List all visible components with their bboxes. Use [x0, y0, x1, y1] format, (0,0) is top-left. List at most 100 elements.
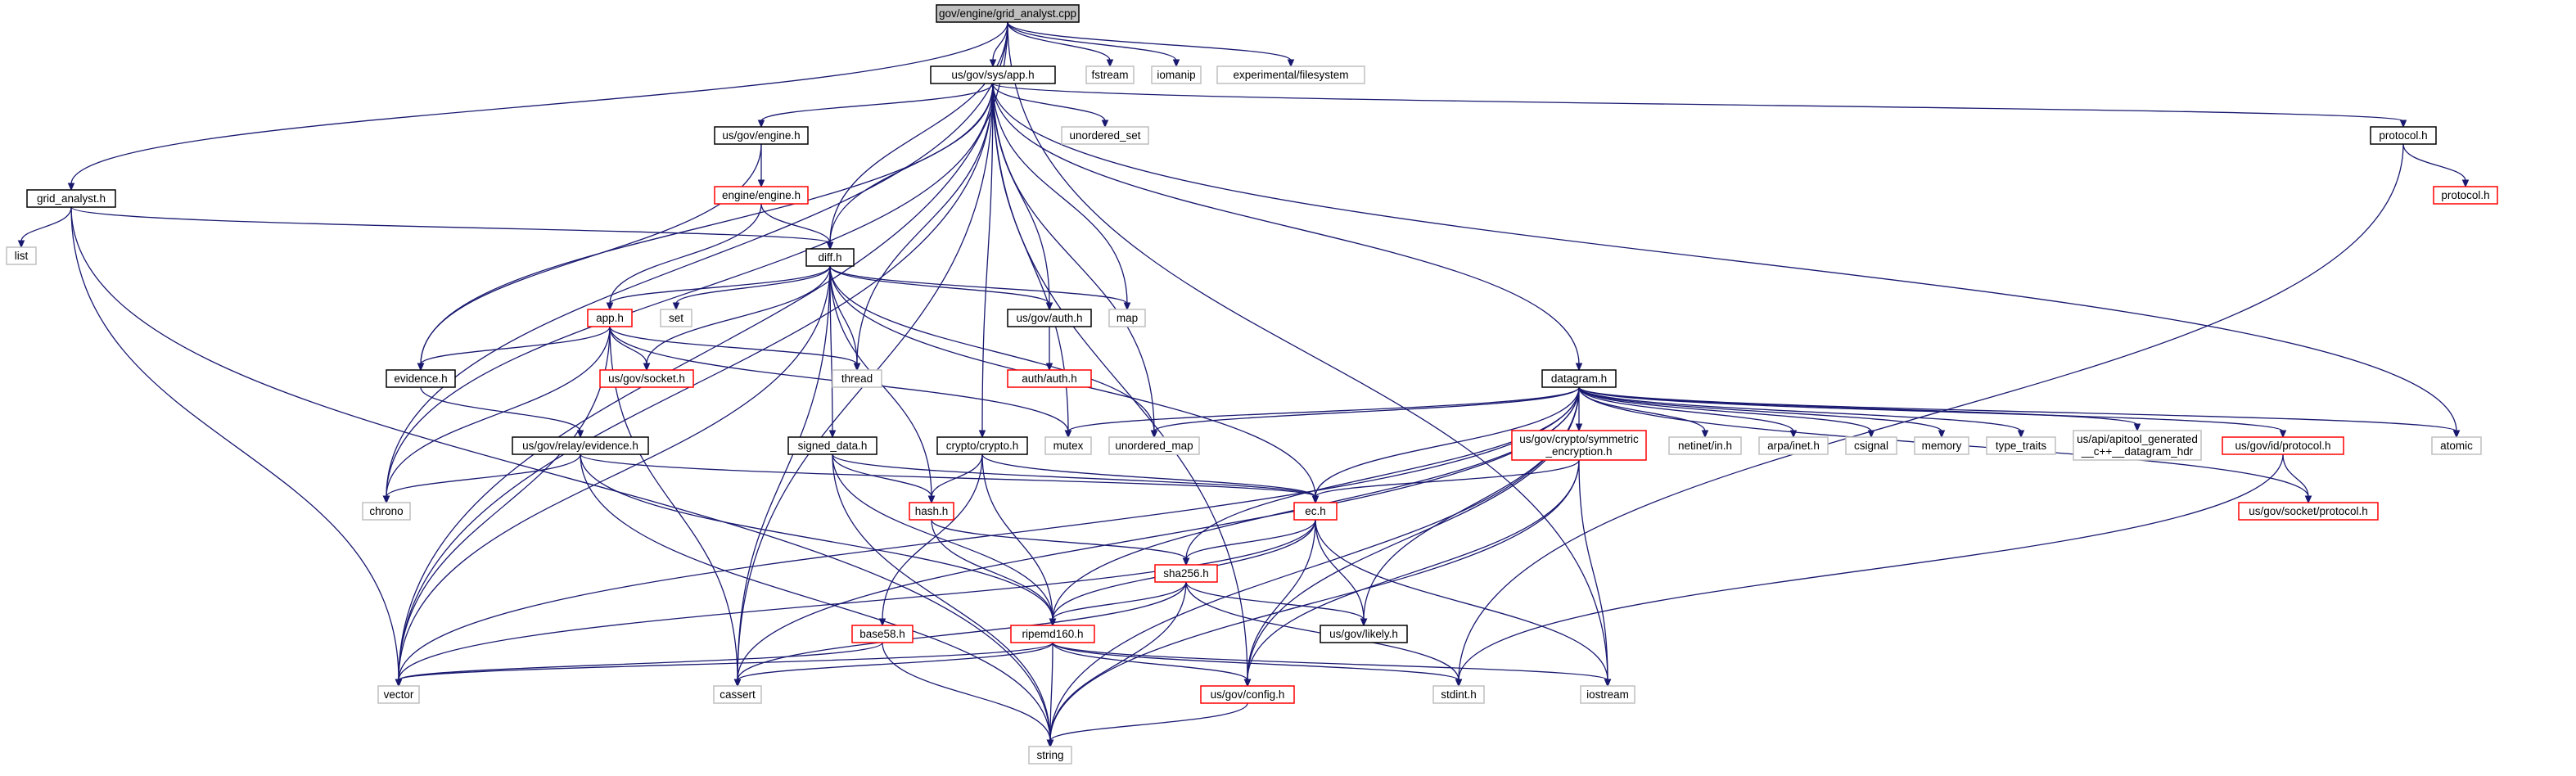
node-box — [1758, 436, 1829, 455]
include-edge — [398, 642, 883, 681]
node-label: crypto/crypto.h — [946, 440, 1019, 452]
node-ec[interactable]: ec.h — [1293, 502, 1338, 521]
node-box — [2238, 502, 2379, 521]
include-edge — [1578, 386, 1872, 432]
node-protocol-h[interactable]: protocol.h — [2370, 126, 2437, 145]
node-box — [714, 126, 809, 145]
node-label: string — [1036, 749, 1063, 761]
include-edge — [737, 265, 831, 681]
node-label: us/gov/socket/protocol.h — [2249, 505, 2368, 517]
edge-arrowhead — [1045, 302, 1053, 311]
include-edge — [1363, 386, 1580, 620]
include-edge — [398, 642, 1053, 681]
include-edge — [832, 453, 1316, 498]
include-edge — [646, 265, 831, 365]
node-label: ripemd160.h — [1022, 628, 1083, 640]
include-edge — [1578, 386, 1942, 432]
include-edge — [829, 21, 1008, 244]
node-auth-h[interactable]: us/gov/auth.h — [1007, 309, 1092, 327]
node-box — [2431, 436, 2482, 455]
include-edge — [882, 453, 983, 620]
include-edge — [1247, 519, 1316, 681]
node-box — [714, 186, 809, 205]
node-label: evidence.h — [394, 372, 447, 385]
node-list: list — [6, 246, 37, 265]
node-gah[interactable]: grid_analyst.h — [26, 189, 116, 208]
node-engine-engine[interactable]: engine/engine.h — [714, 186, 809, 205]
include-edge — [981, 453, 1053, 620]
node-box — [2222, 436, 2344, 455]
include-edge — [70, 21, 1008, 185]
node-signed[interactable]: signed_data.h — [787, 436, 877, 455]
node-relay-ev[interactable]: us/gov/relay/evidence.h — [512, 436, 649, 455]
edge-arrowhead — [1575, 423, 1583, 432]
node-label: us/api/apitool_generated__c++__datagram_… — [2077, 433, 2198, 458]
node-box — [1007, 309, 1092, 327]
node-label: unordered_map — [1115, 440, 1193, 452]
include-edge — [992, 83, 1155, 432]
edge-arrowhead — [2133, 423, 2141, 432]
node-atomic: atomic — [2431, 436, 2482, 455]
node-apph-sys[interactable]: us/gov/sys/app.h — [930, 65, 1056, 84]
node-box — [832, 369, 882, 388]
node-diff[interactable]: diff.h — [805, 248, 855, 267]
node-ripemd[interactable]: ripemd160.h — [1010, 625, 1095, 643]
node-box — [1216, 65, 1365, 84]
node-vector: vector — [377, 685, 420, 704]
node-evidence-h[interactable]: evidence.h — [386, 369, 456, 388]
node-socket-h[interactable]: us/gov/socket.h — [599, 369, 694, 388]
node-socket-protocol[interactable]: us/gov/socket/protocol.h — [2238, 502, 2379, 521]
node-likely[interactable]: us/gov/likely.h — [1320, 625, 1408, 643]
node-box — [1085, 65, 1135, 84]
node-box — [1200, 685, 1295, 704]
edge-arrowhead — [417, 363, 425, 372]
node-label: netinet/in.h — [1678, 440, 1732, 452]
include-edge — [737, 581, 1187, 681]
node-id-protocol[interactable]: us/gov/id/protocol.h — [2222, 436, 2344, 455]
edge-arrowhead — [826, 241, 834, 250]
node-datagram[interactable]: datagram.h — [1541, 369, 1617, 388]
include-edge — [386, 21, 1008, 498]
node-label: vector — [384, 688, 414, 701]
include-edge — [981, 83, 994, 432]
node-expfs: experimental/filesystem — [1216, 65, 1365, 84]
node-hash[interactable]: hash.h — [909, 502, 954, 521]
edge-arrowhead — [757, 120, 765, 129]
edge-arrowhead — [2452, 430, 2461, 439]
node-label: list — [15, 250, 29, 262]
node-app-h[interactable]: app.h — [587, 309, 633, 327]
include-edge — [832, 453, 932, 498]
node-symenc[interactable]: us/gov/crypto/symmetric_encryption.h — [1511, 430, 1647, 461]
edge-arrowhead — [2017, 430, 2025, 439]
node-label: cassert — [720, 688, 756, 701]
node-box — [713, 685, 762, 704]
node-protocol-h2[interactable]: protocol.h — [2433, 186, 2498, 205]
node-root[interactable]: gov/engine/grid_analyst.cpp — [936, 4, 1080, 23]
node-cryptoh[interactable]: crypto/crypto.h — [936, 436, 1028, 455]
node-box — [2370, 126, 2437, 145]
node-base58[interactable]: base58.h — [851, 625, 914, 643]
node-set: set — [660, 309, 692, 327]
include-edge — [386, 453, 581, 498]
node-type-traits: type_traits — [1986, 436, 2056, 455]
node-box — [1511, 430, 1647, 461]
node-map: map — [1108, 309, 1146, 327]
include-edge — [1185, 519, 1316, 560]
node-auth-auth[interactable]: auth/auth.h — [1007, 369, 1092, 388]
node-label: iomanip — [1157, 69, 1195, 81]
include-edge — [1007, 21, 1608, 681]
edge-arrowhead — [1046, 739, 1054, 748]
node-engine-h[interactable]: us/gov/engine.h — [714, 126, 809, 145]
node-label: mutex — [1053, 440, 1084, 452]
node-config[interactable]: us/gov/config.h — [1200, 685, 1295, 704]
include-edge — [398, 519, 1316, 681]
node-sha256[interactable]: sha256.h — [1154, 564, 1218, 583]
node-label: iostream — [1586, 688, 1629, 701]
include-edge — [1247, 459, 1580, 681]
node-box — [1108, 436, 1200, 455]
include-edge — [931, 519, 1187, 560]
node-string: string — [1028, 746, 1072, 765]
node-label: ec.h — [1305, 505, 1326, 517]
node-box — [1432, 685, 1485, 704]
edge-arrowhead — [1123, 302, 1131, 311]
